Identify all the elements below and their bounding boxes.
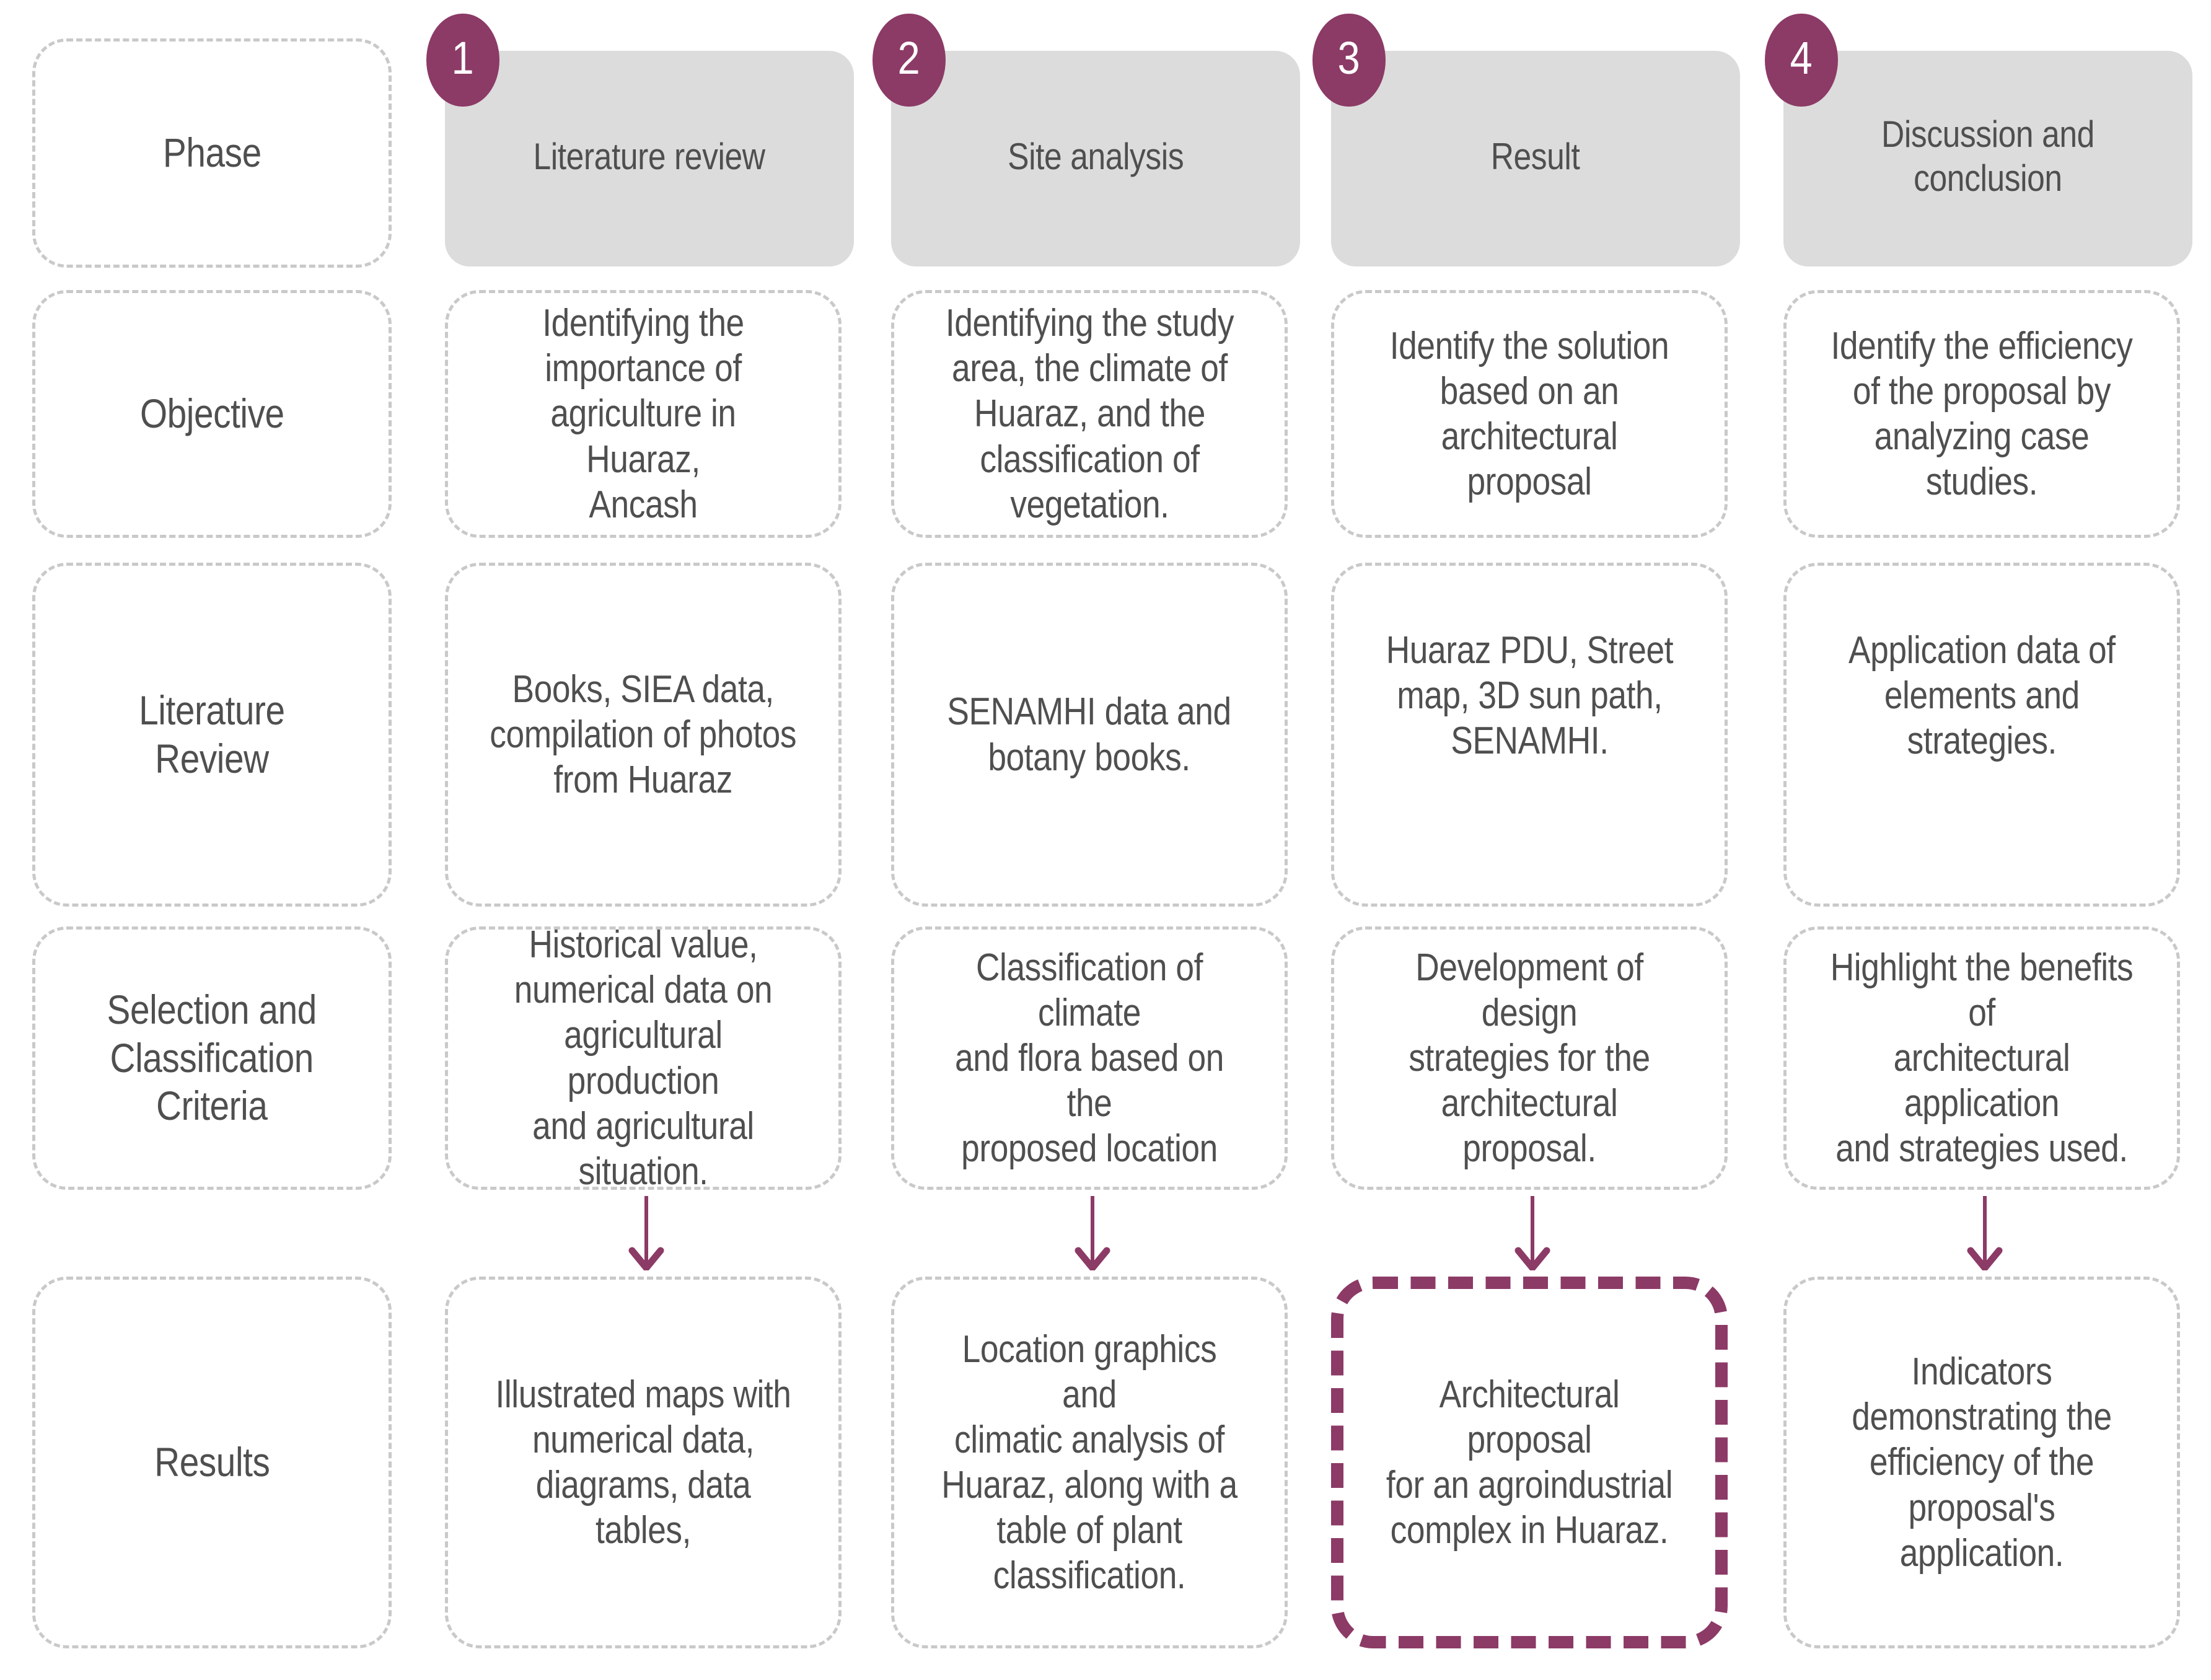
cell-criteria-phase1: Historical value, numerical data on agri… <box>445 923 842 1193</box>
phase-badge-number: 1 <box>451 32 475 84</box>
row-label-text: Literature Review <box>139 687 285 781</box>
phase-badge-number: 3 <box>1337 32 1361 84</box>
row-label-text: Objective <box>139 390 284 437</box>
phase-badge-number: 4 <box>1790 32 1813 84</box>
cell-text: Development of design strategies for the… <box>1409 946 1650 1171</box>
cell-text: Identifying the importance of agricultur… <box>542 302 744 526</box>
phase-label: Site analysis <box>1007 135 1184 177</box>
row-label-text: Results <box>154 1439 270 1485</box>
cell-criteria-phase4: Highlight the benefits of architectural … <box>1783 926 2180 1190</box>
cell-objective-phase1: Identifying the importance of agricultur… <box>445 290 842 538</box>
row-label-literature-review: Literature Review <box>32 563 392 907</box>
cell-results-phase1: Illustrated maps with numerical data, di… <box>445 1277 842 1648</box>
cell-results-phase2: Location graphics and climatic analysis … <box>891 1277 1288 1648</box>
cell-objective-phase4: Identify the efficiency of the proposal … <box>1783 290 2180 538</box>
cell-literature-review-phase2: SENAMHI data and botany books. <box>891 563 1288 907</box>
cell-text: Classification of climate and flora base… <box>955 946 1224 1171</box>
cell-text: Historical value, numerical data on agri… <box>514 923 773 1193</box>
cell-criteria-phase2: Classification of climate and flora base… <box>891 926 1288 1190</box>
cell-text: SENAMHI data and botany books. <box>947 690 1232 779</box>
row-label-text: Phase <box>162 130 262 176</box>
cell-text: Indicators demonstrating the efficiency … <box>1852 1350 2112 1575</box>
cell-text: Illustrated maps with numerical data, di… <box>495 1373 791 1552</box>
cell-text: Books, SIEA data, compilation of photos … <box>490 667 797 802</box>
cell-results-phase4: Indicators demonstrating the efficiency … <box>1783 1277 2180 1648</box>
flow-arrow-phase3 <box>1511 1196 1554 1270</box>
phase-badge-2: 2 <box>873 14 946 107</box>
phase-header-card-1[interactable]: Literature review <box>445 51 854 266</box>
phase-label: Discussion and conclusion <box>1881 113 2095 199</box>
row-label-objective: Objective <box>32 290 392 538</box>
phase-badge-number: 2 <box>897 32 921 84</box>
flow-arrow-phase2 <box>1071 1196 1114 1270</box>
cell-results-phase3-highlighted: Architectural proposal for an agroindust… <box>1331 1277 1728 1648</box>
phase-header-card-2[interactable]: Site analysis <box>891 51 1300 266</box>
cell-text: Identify the efficiency of the proposal … <box>1831 324 2133 504</box>
row-label-phase: Phase <box>32 38 392 268</box>
cell-text: Highlight the benefits of architectural … <box>1830 946 2134 1171</box>
cell-literature-review-phase3: Huaraz PDU, Street map, 3D sun path, SEN… <box>1331 563 1728 907</box>
flow-arrow-phase4 <box>1963 1196 2007 1270</box>
row-label-results: Results <box>32 1277 392 1648</box>
cell-text: Identifying the study area, the climate … <box>945 302 1234 526</box>
flow-arrow-phase1 <box>625 1196 668 1270</box>
cell-text: Identify the solution based on an archit… <box>1389 324 1669 504</box>
phase-label: Literature review <box>533 135 766 177</box>
phase-badge-4: 4 <box>1765 14 1838 107</box>
phase-badge-1: 1 <box>426 14 499 107</box>
phase-header-card-4[interactable]: Discussion and conclusion <box>1783 51 2192 266</box>
row-label-selection-classification-criteria: Selection and Classification Criteria <box>32 926 392 1190</box>
cell-objective-phase2: Identifying the study area, the climate … <box>891 290 1288 538</box>
cell-text: Huaraz PDU, Street map, 3D sun path, SEN… <box>1386 629 1673 763</box>
cell-literature-review-phase1: Books, SIEA data, compilation of photos … <box>445 563 842 907</box>
cell-text: Application data of elements and strateg… <box>1848 629 2116 763</box>
cell-objective-phase3: Identify the solution based on an archit… <box>1331 290 1728 538</box>
cell-literature-review-phase4: Application data of elements and strateg… <box>1783 563 2180 907</box>
phase-label: Result <box>1491 135 1580 177</box>
row-label-text: Selection and Classification Criteria <box>107 986 317 1129</box>
cell-criteria-phase3: Development of design strategies for the… <box>1331 926 1728 1190</box>
cell-text: Architectural proposal for an agroindust… <box>1386 1373 1673 1552</box>
phase-header-card-3[interactable]: Result <box>1331 51 1740 266</box>
phase-badge-3: 3 <box>1312 14 1386 107</box>
cell-text: Location graphics and climatic analysis … <box>941 1327 1237 1598</box>
